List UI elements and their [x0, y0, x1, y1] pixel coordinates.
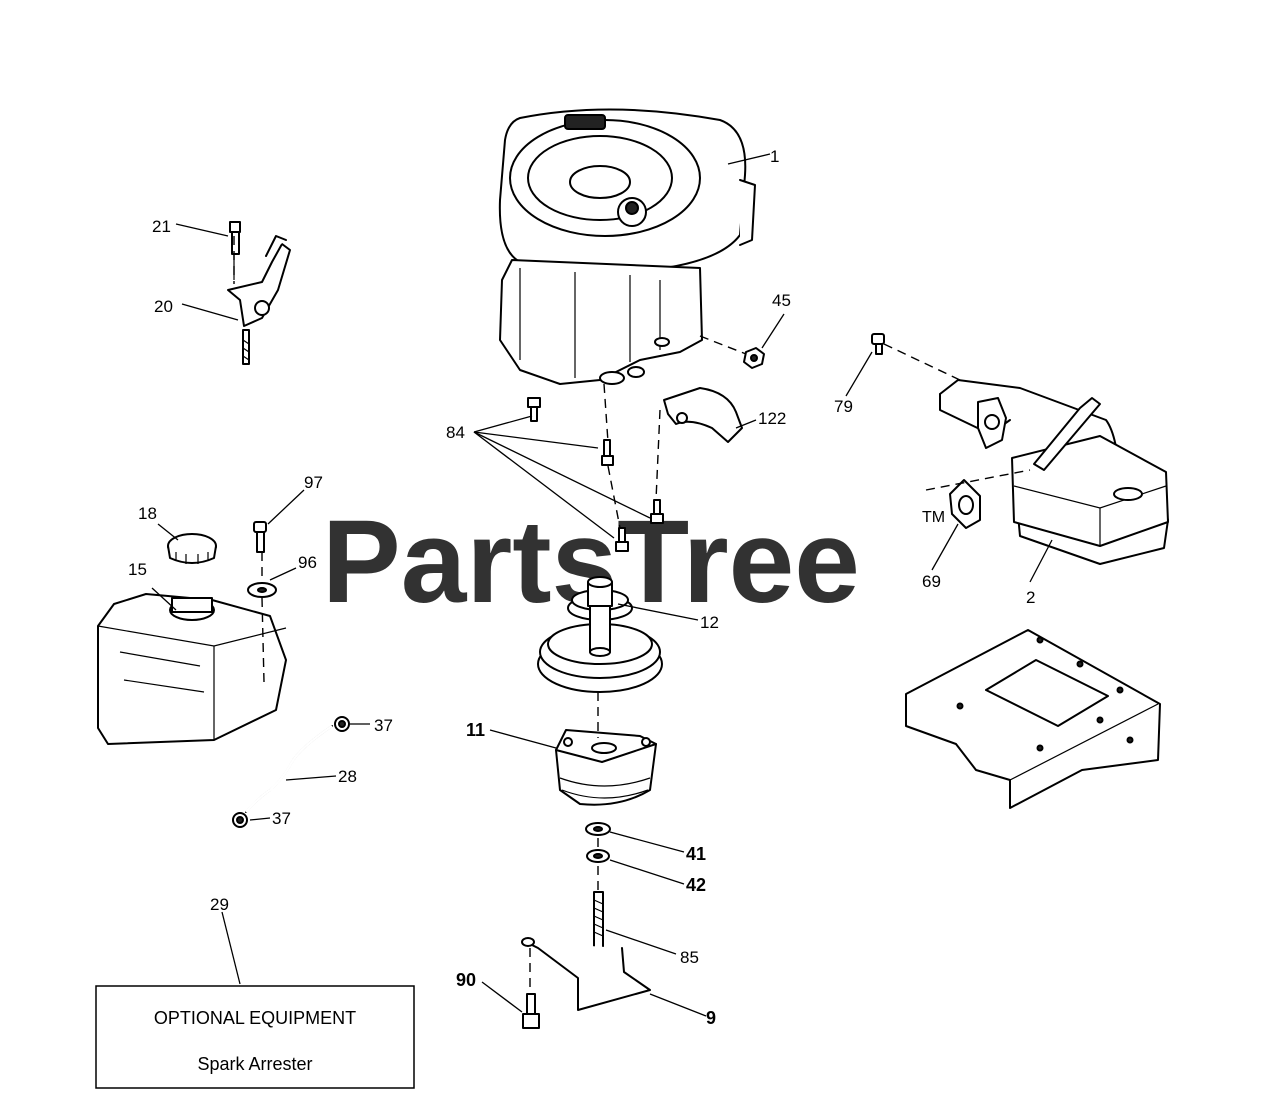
bolt-part-90[interactable]	[522, 993, 540, 1029]
callout-11[interactable]: 11	[466, 720, 485, 740]
bolt-part-84-d[interactable]	[615, 527, 629, 552]
engine-mount-plate[interactable]	[905, 629, 1161, 809]
callout-1[interactable]: 1	[770, 147, 779, 166]
callout-97[interactable]: 97	[304, 473, 323, 492]
lock-washer-part-42[interactable]	[586, 849, 610, 863]
fuel-cap-part-18[interactable]	[167, 533, 217, 564]
pulley-part-12[interactable]	[537, 576, 663, 693]
callout-45[interactable]: 45	[772, 291, 791, 310]
callout-29[interactable]: 29	[210, 895, 229, 914]
nut-part-45[interactable]	[743, 347, 765, 369]
callout-90[interactable]: 90	[456, 970, 476, 990]
washer-part-41[interactable]	[585, 822, 611, 836]
callout-42[interactable]: 42	[686, 875, 706, 895]
callout-37-lower[interactable]: 37	[272, 809, 291, 828]
optional-equipment-box: OPTIONAL EQUIPMENT Spark Arrester	[95, 985, 415, 1089]
screw-part-79[interactable]	[871, 333, 885, 355]
leader-lines	[151, 153, 1053, 1017]
callout-2[interactable]: 2	[1026, 588, 1035, 607]
optional-equipment-item: Spark Arrester	[197, 1054, 312, 1074]
callout-69[interactable]: 69	[922, 572, 941, 591]
bolt-part-84-b[interactable]	[601, 439, 614, 466]
bolt-part-84-a[interactable]	[527, 397, 541, 422]
screw-part-21[interactable]	[229, 221, 241, 280]
watermark-trademark: TM	[922, 509, 945, 526]
callout-79[interactable]: 79	[834, 397, 853, 416]
clamp-part-37-upper[interactable]	[334, 716, 350, 732]
muffler-part-2[interactable]	[939, 379, 1169, 565]
callout-21[interactable]: 21	[152, 217, 171, 236]
optional-equipment-heading: OPTIONAL EQUIPMENT	[154, 1008, 356, 1028]
fuel-line-part-28[interactable]	[245, 724, 333, 813]
callout-85[interactable]: 85	[680, 948, 699, 967]
callout-9[interactable]: 9	[706, 1008, 716, 1028]
callout-20[interactable]: 20	[154, 297, 173, 316]
callout-28[interactable]: 28	[338, 767, 357, 786]
callout-12[interactable]: 12	[700, 613, 719, 632]
callout-labels: 1 2 9 11 12 15 18 20 21 28 29 37 37 41 4…	[128, 147, 1035, 1028]
bolt-part-84-c[interactable]	[650, 499, 664, 524]
engine-part-1[interactable]	[498, 108, 756, 385]
callout-37-upper[interactable]: 37	[374, 716, 393, 735]
screw-part-97[interactable]	[253, 521, 267, 553]
gasket-part-69[interactable]	[949, 479, 981, 529]
throttle-control-part-20[interactable]	[227, 235, 291, 365]
baffle-part-122[interactable]	[663, 387, 743, 443]
callout-41[interactable]: 41	[686, 844, 706, 864]
washer-part-96[interactable]	[247, 582, 277, 598]
callout-122[interactable]: 122	[758, 409, 786, 428]
clutch-part-11[interactable]	[555, 729, 657, 806]
callout-96[interactable]: 96	[298, 553, 317, 572]
callout-18[interactable]: 18	[138, 504, 157, 523]
bracket-part-9[interactable]	[521, 937, 651, 1011]
alignment-lines	[233, 236, 1031, 994]
clamp-part-37-lower[interactable]	[232, 812, 248, 828]
callout-84[interactable]: 84	[446, 423, 465, 442]
callout-15[interactable]: 15	[128, 560, 147, 579]
fuel-tank-part-15[interactable]	[97, 593, 287, 745]
